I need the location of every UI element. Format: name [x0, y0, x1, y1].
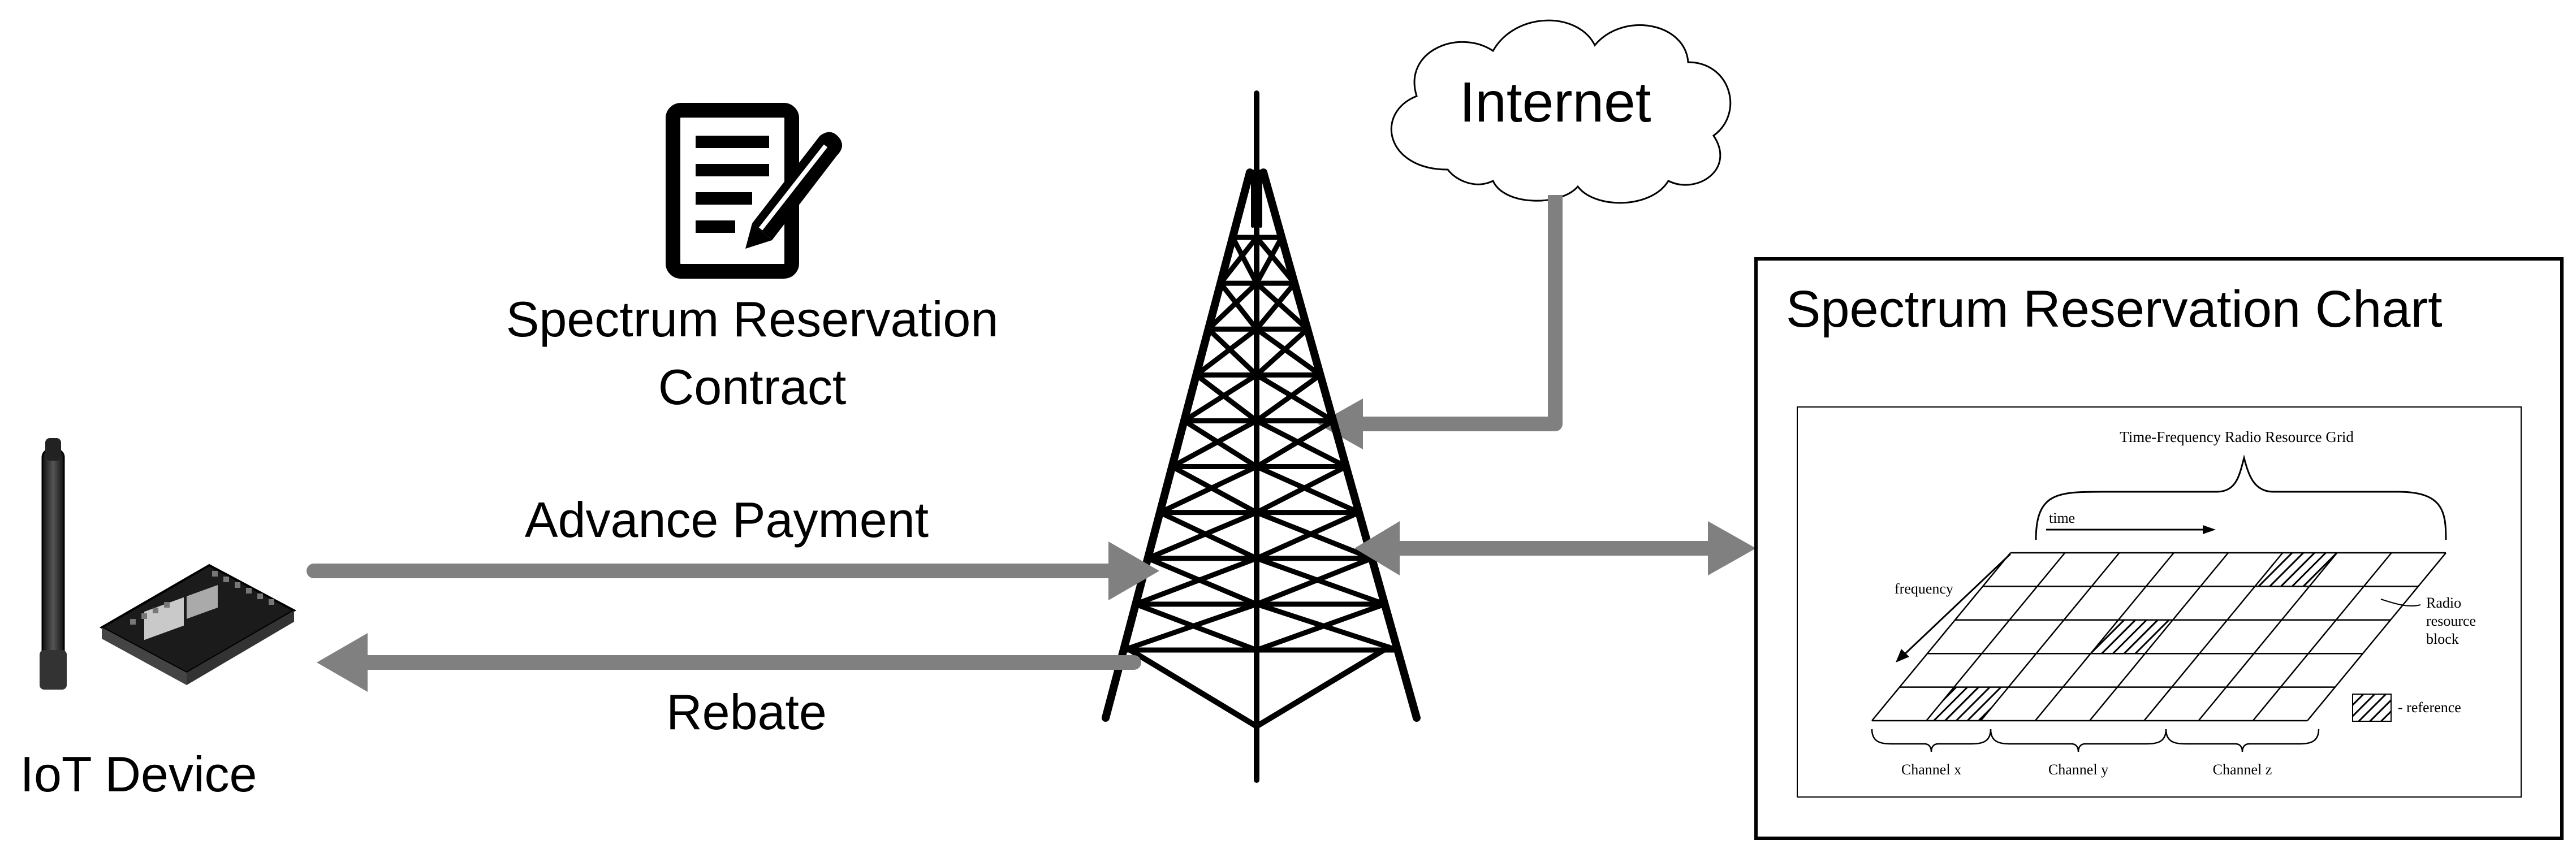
internet-label: Internet: [1459, 71, 1651, 134]
iot-board-icon: [40, 438, 297, 690]
contract-label-line1: Spectrum Reservation: [506, 291, 999, 347]
channel-braces: Channel x Channel y Channel z: [1871, 729, 2320, 778]
grid-col-line: [2034, 552, 2174, 721]
tower-chart-double-arrow: [1354, 521, 1756, 575]
channel-label: Channel y: [2048, 761, 2108, 778]
tower-brace: [1254, 326, 1310, 378]
tower-brace: [1206, 326, 1259, 378]
tower-brace: [1230, 235, 1259, 286]
tower-brace: [1254, 510, 1375, 561]
contract-label-line2: Contract: [658, 359, 847, 415]
grid-col-line: [2198, 552, 2338, 721]
reserved-block: [2090, 620, 2173, 654]
tower-brace: [1254, 418, 1336, 470]
tower-brace: [1254, 326, 1323, 378]
advance-payment-arrow: [307, 542, 1159, 600]
tower-brace: [1181, 418, 1259, 470]
chart-title: Spectrum Reservation Chart: [1786, 280, 2443, 338]
grid-title: Time-Frequency Radio Resource Grid: [2120, 428, 2354, 445]
cloud-icon: [1390, 19, 1732, 204]
channel-brace: [2165, 729, 2320, 752]
channel-brace: [1871, 729, 1992, 752]
tower-brace: [1254, 418, 1349, 470]
tower-brace: [1254, 372, 1336, 423]
grid-col-line: [1926, 552, 2066, 721]
radio-block-label-line1: Radio: [2426, 595, 2461, 611]
grid-title-brace: [2035, 454, 2447, 540]
tower-brace: [1157, 464, 1259, 516]
advance-payment-label: Advance Payment: [525, 492, 929, 548]
tower-brace: [1193, 372, 1259, 423]
tower-brace: [1254, 235, 1297, 286]
grid-col-line: [2307, 552, 2446, 721]
grid-col-line: [2089, 552, 2229, 721]
tower-brace: [1254, 280, 1310, 332]
channel-label: Channel x: [1901, 761, 1961, 778]
rebate-arrow: [317, 633, 1141, 692]
tower-brace: [1254, 372, 1323, 423]
tower-brace: [1254, 280, 1297, 332]
grid-col-line: [2252, 552, 2392, 721]
tower-brace: [1206, 280, 1259, 332]
tower-brace: [1145, 510, 1259, 561]
radio-tower-icon: [1102, 90, 1421, 783]
grid-col-line: [1871, 552, 2011, 721]
rebate-label: Rebate: [666, 684, 827, 740]
internet-to-tower-arrow: [1318, 195, 1563, 449]
tower-brace: [1169, 464, 1259, 516]
contract-pen-icon: [666, 103, 842, 279]
tower-brace: [1254, 464, 1349, 516]
tower-brace: [1181, 372, 1259, 423]
frequency-label: frequency: [1895, 581, 1953, 597]
tower-brace: [1218, 235, 1259, 286]
radio-block-label-line2: resource: [2426, 613, 2476, 629]
iot-device-label: IoT Device: [20, 746, 257, 802]
grid-col-line: [2143, 552, 2284, 721]
reference-swatch: [2352, 694, 2392, 722]
tower-brace: [1121, 601, 1259, 653]
tower-brace: [1133, 556, 1259, 607]
reserved-block: [2255, 553, 2337, 587]
tower-brace: [1193, 326, 1259, 378]
tower-brace: [1254, 601, 1400, 653]
tower-brace: [1254, 556, 1388, 607]
reserved-block: [1926, 687, 2009, 721]
grid-frame: [1797, 406, 2522, 798]
resource-grid: [1871, 552, 2446, 722]
radio-block-callout: [2380, 599, 2421, 607]
time-arrow: [2046, 525, 2216, 534]
reference-label: - reference: [2398, 699, 2461, 716]
grid-col-line: [1980, 552, 2120, 721]
tower-brace: [1218, 280, 1259, 332]
channel-brace: [1990, 729, 2167, 752]
tower-brace: [1254, 464, 1362, 516]
tower-brace: [1254, 235, 1284, 286]
time-label: time: [2049, 510, 2075, 526]
frequency-arrow: [1896, 553, 2012, 662]
tower-brace: [1169, 418, 1259, 470]
radio-block-label-line3: block: [2426, 631, 2459, 647]
channel-label: Channel z: [2213, 761, 2272, 778]
